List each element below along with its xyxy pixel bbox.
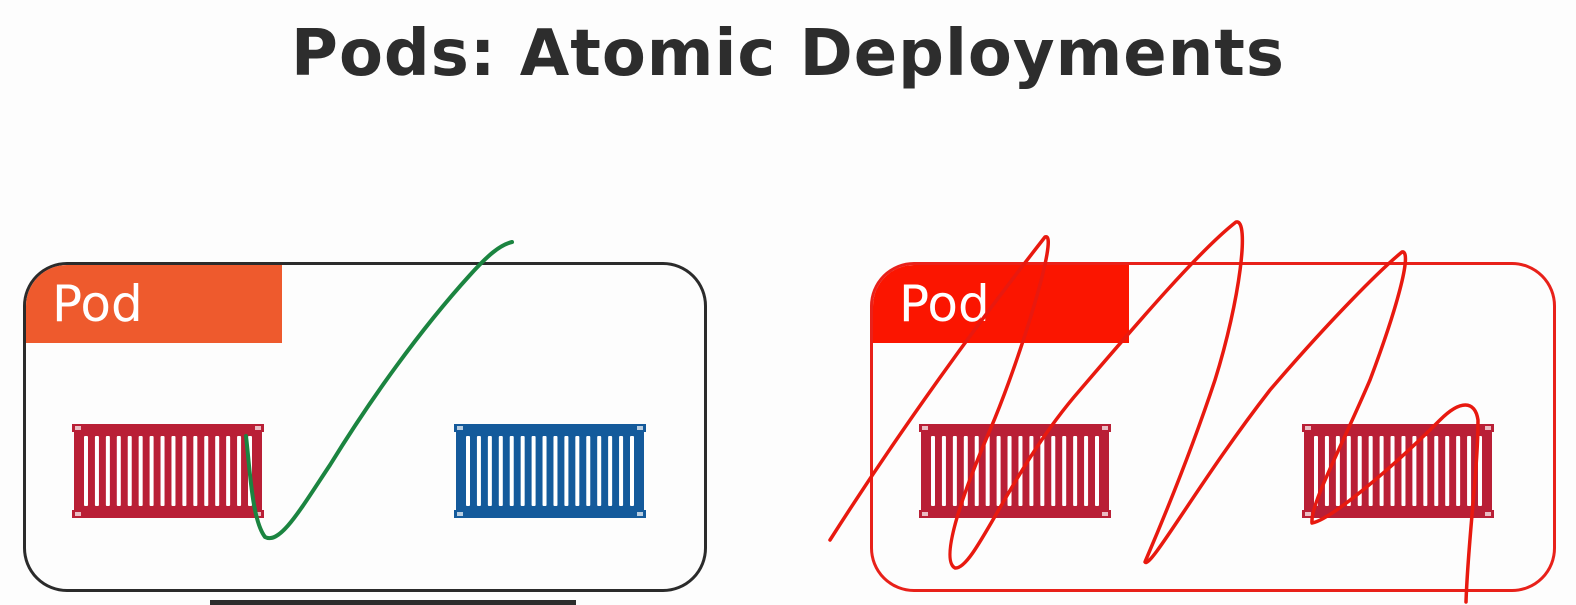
container-blue-icon <box>454 424 646 518</box>
container-red-icon <box>72 424 264 518</box>
slide-title: Pods: Atomic Deployments <box>291 17 1285 91</box>
bottom-edge-element <box>210 600 576 605</box>
pod-healthy: Pod <box>23 262 707 592</box>
pod-label: Pod <box>26 265 282 343</box>
container-red-icon <box>1302 424 1494 518</box>
container-red-icon <box>919 424 1111 518</box>
pod-label: Pod <box>873 265 1129 343</box>
